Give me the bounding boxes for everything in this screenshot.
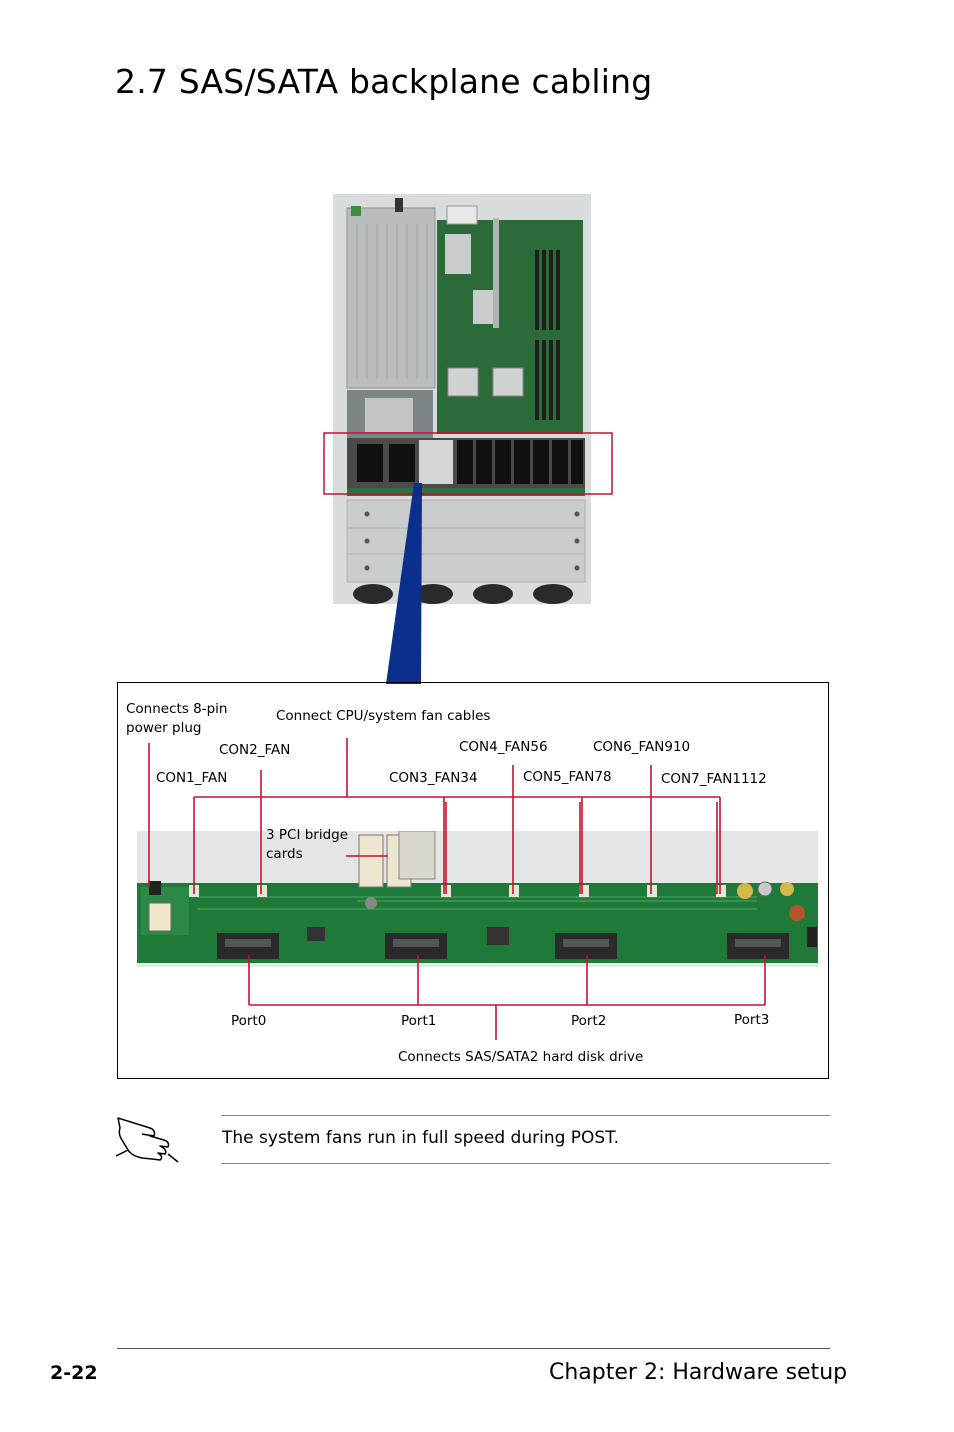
- label-con2: CON2_FAN: [219, 742, 291, 758]
- page-number: 2-22: [50, 1362, 98, 1384]
- label-con4: CON4_FAN56: [459, 739, 548, 755]
- label-port1: Port1: [401, 1013, 437, 1029]
- label-port2: Port2: [571, 1013, 607, 1029]
- label-power-plug-line1: Connects 8-pin: [126, 701, 228, 717]
- note-bottom-rule: [221, 1163, 830, 1164]
- label-con3: CON3_FAN34: [389, 770, 478, 786]
- backplane-diagram-frame: [117, 682, 829, 1079]
- label-port0: Port0: [231, 1013, 267, 1029]
- note-top-rule: [221, 1115, 830, 1116]
- label-port3: Port3: [734, 1012, 770, 1028]
- label-con6: CON6_FAN910: [593, 739, 691, 755]
- pointer-arrow: [386, 483, 422, 684]
- label-pci-bridge-line1: 3 PCI bridge: [266, 827, 349, 843]
- label-con5: CON5_FAN78: [523, 769, 612, 785]
- highlight-overlay: [323, 432, 613, 684]
- hand-pointer-icon: [115, 1117, 179, 1163]
- label-con1: CON1_FAN: [156, 770, 228, 786]
- server-chassis-image: [333, 194, 591, 604]
- label-fan-cables: Connect CPU/system fan cables: [276, 708, 491, 724]
- footer-rule: [117, 1348, 830, 1349]
- callout-lines: [148, 738, 766, 1040]
- label-hdd: Connects SAS/SATA2 hard disk drive: [398, 1049, 644, 1065]
- page-title: 2.7 SAS/SATA backplane cabling: [115, 62, 653, 101]
- label-pci-bridge-line2: cards: [266, 846, 303, 862]
- label-power-plug-line2: power plug: [126, 720, 202, 736]
- chapter-title: Chapter 2: Hardware setup: [549, 1360, 848, 1385]
- backplane-highlight-box: [323, 432, 613, 495]
- backplane-board-image: [137, 831, 818, 967]
- label-con7: CON7_FAN1112: [661, 771, 767, 787]
- note-text: The system fans run in full speed during…: [222, 1128, 619, 1148]
